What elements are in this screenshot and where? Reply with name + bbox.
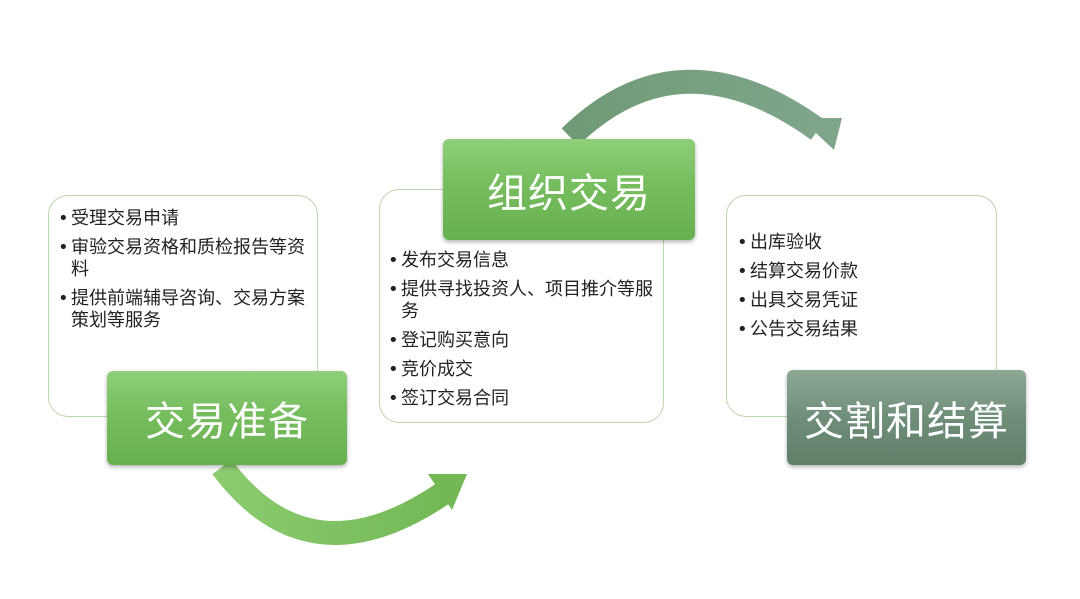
list-item: 竞价成交	[388, 359, 655, 381]
list-item: 出具交易凭证	[737, 290, 988, 312]
stage-prep-title: 交易准备	[107, 371, 347, 465]
stage-settle-list: 出库验收 结算交易价款 出具交易凭证 公告交易结果	[737, 232, 988, 341]
stage-prep-list: 受理交易申请 审验交易资格和质检报告等资料 提供前端辅导咨询、交易方案策划等服务	[58, 208, 309, 332]
stage-settle-title: 交割和结算	[787, 370, 1026, 465]
curved-arrow-org-to-settle-icon	[561, 69, 842, 150]
list-item: 提供前端辅导咨询、交易方案策划等服务	[58, 288, 309, 332]
list-item: 受理交易申请	[58, 208, 309, 230]
list-item: 结算交易价款	[737, 261, 988, 283]
list-item: 登记购买意向	[388, 330, 655, 352]
list-item: 公告交易结果	[737, 319, 988, 341]
stage-org-title: 组织交易	[443, 139, 695, 240]
list-item: 提供寻找投资人、项目推介等服务	[388, 279, 655, 323]
stage-org-list: 发布交易信息 提供寻找投资人、项目推介等服务 登记购买意向 竞价成交 签订交易合…	[388, 250, 655, 410]
list-item: 发布交易信息	[388, 250, 655, 272]
list-item: 出库验收	[737, 232, 988, 254]
list-item: 签订交易合同	[388, 388, 655, 410]
curved-arrow-prep-to-org-icon	[212, 459, 467, 545]
list-item: 审验交易资格和质检报告等资料	[58, 237, 309, 281]
